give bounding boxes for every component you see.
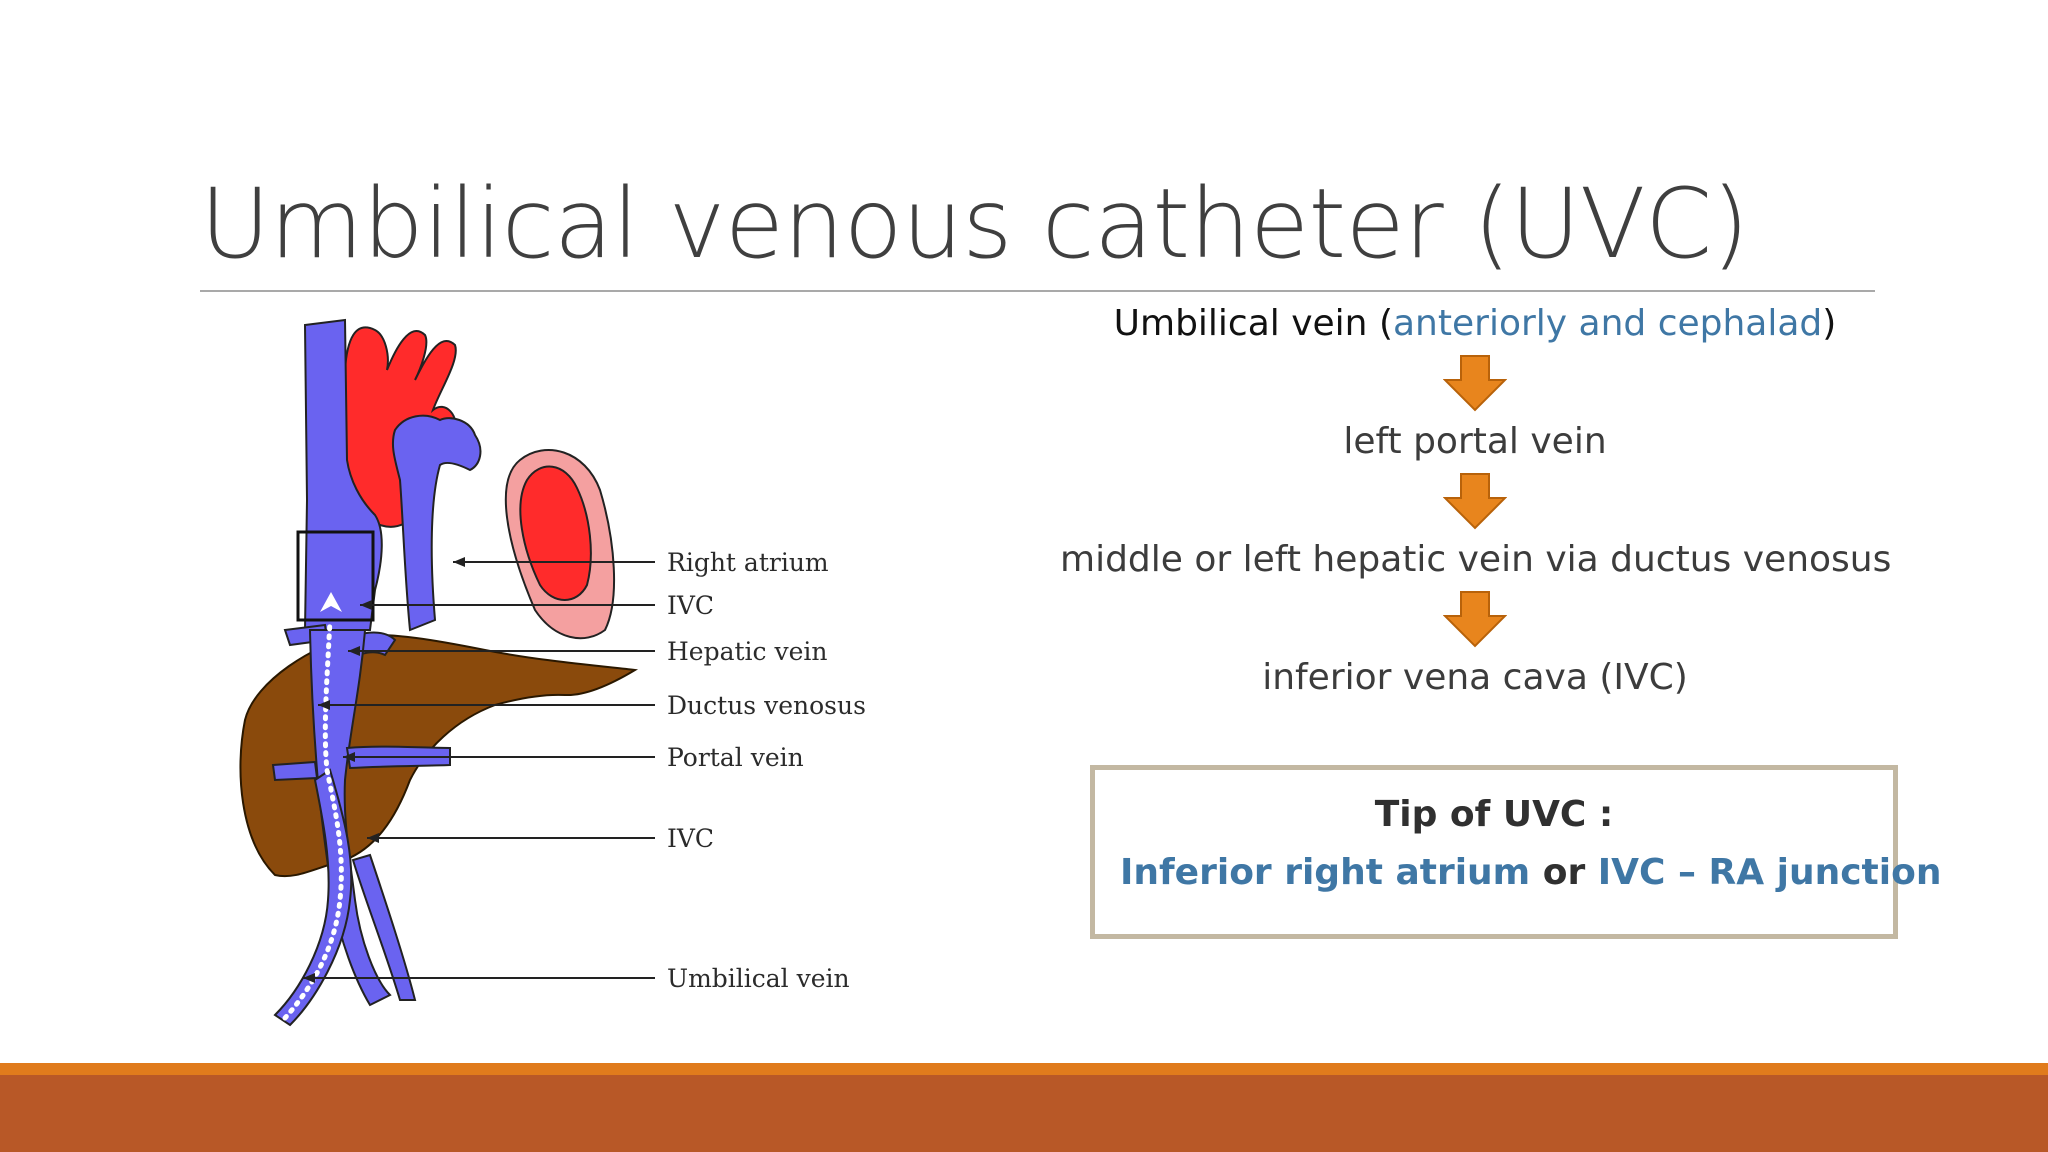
label-umbilical-vein: Umbilical vein bbox=[667, 964, 850, 993]
flow-step1-highlight: anteriorly and cephalad bbox=[1393, 303, 1823, 344]
title-divider bbox=[200, 290, 1875, 292]
slide-title: Umbilical venous catheter (UVC) bbox=[200, 168, 1749, 280]
uvc-anatomy-diagram: Right atrium IVC Hepatic vein Ductus ven… bbox=[235, 300, 875, 1040]
umbilical-vein-shape bbox=[273, 768, 353, 1027]
tip-title: Tip of UVC : bbox=[1374, 794, 1614, 835]
catheter-path bbox=[282, 617, 344, 1021]
footer-bar bbox=[0, 1075, 2048, 1152]
flow-step1-suffix: ) bbox=[1822, 303, 1837, 344]
down-arrow-icon bbox=[1060, 348, 1890, 418]
leader-arrowheads bbox=[303, 557, 465, 983]
down-arrow-icon bbox=[1060, 466, 1890, 536]
tip-body: Inferior right atrium or IVC – RA juncti… bbox=[1120, 852, 1941, 893]
svc-shape bbox=[303, 318, 383, 631]
tip-part2: IVC – RA junction bbox=[1597, 852, 1942, 893]
anatomy-svg: Right atrium IVC Hepatic vein Ductus ven… bbox=[239, 318, 866, 1027]
arrowhead-ivc-upper bbox=[360, 600, 372, 610]
arrowhead-ivc-lower bbox=[367, 833, 379, 843]
arrowhead-hepatic-vein bbox=[348, 646, 360, 656]
label-ductus-venosus: Ductus venosus bbox=[667, 691, 866, 720]
portal-vein-left-shape bbox=[271, 760, 319, 782]
flow-step-ivc: inferior vena cava (IVC) bbox=[1262, 657, 1688, 698]
footer-accent-bar bbox=[0, 1063, 2048, 1075]
ventricle-shape bbox=[519, 465, 592, 601]
flow-step-hepatic-vein: middle or left hepatic vein via ductus v… bbox=[1060, 539, 1892, 580]
arrowhead-portal-vein bbox=[343, 752, 355, 762]
down-arrow-icon bbox=[1060, 584, 1890, 654]
arrowhead-right-atrium bbox=[453, 557, 465, 567]
right-atrium-box bbox=[296, 530, 375, 622]
uvc-path-flow: Umbilical vein (anteriorly and cephalad)… bbox=[1060, 300, 1892, 702]
ivc-lower-right-shape bbox=[351, 853, 417, 1001]
label-portal-vein: Portal vein bbox=[667, 743, 804, 772]
label-ivc-lower: IVC bbox=[667, 824, 714, 853]
label-right-atrium: Right atrium bbox=[667, 548, 829, 577]
leader-lines bbox=[303, 561, 655, 979]
flow-step-left-portal-vein: left portal vein bbox=[1343, 421, 1607, 462]
label-hepatic-vein: Hepatic vein bbox=[667, 637, 828, 666]
arrowhead-umbilical-vein bbox=[303, 973, 315, 983]
flow-step1-prefix: Umbilical vein ( bbox=[1113, 303, 1393, 344]
tip-connector: or bbox=[1530, 852, 1598, 893]
catheter-tip-icon bbox=[320, 592, 342, 612]
pulmonary-shape bbox=[391, 414, 482, 632]
flow-step-umbilical-vein: Umbilical vein (anteriorly and cephalad) bbox=[1060, 300, 1890, 348]
arrowhead-ductus-venosus bbox=[318, 700, 330, 710]
tip-of-uvc-box: Tip of UVC : Inferior right atrium or IV… bbox=[1090, 765, 1941, 939]
label-ivc-upper: IVC bbox=[667, 591, 714, 620]
tip-part1: Inferior right atrium bbox=[1120, 852, 1531, 893]
